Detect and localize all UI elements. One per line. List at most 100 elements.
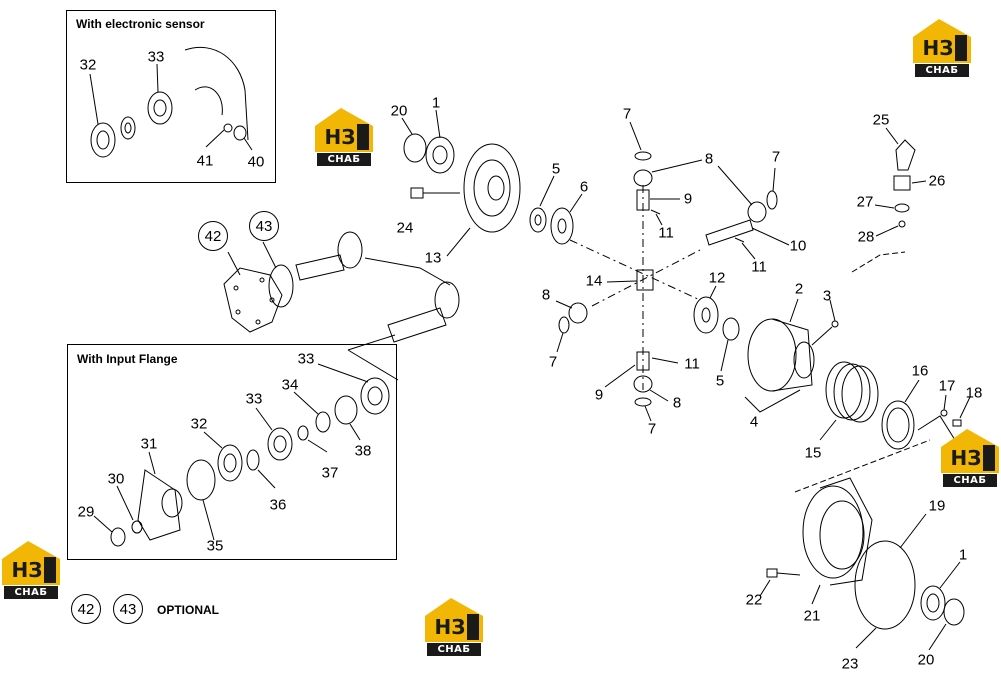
part-ring-37 (297, 425, 309, 441)
callout-14: 14 (585, 272, 603, 290)
part-bolt-3 (811, 299, 839, 346)
inset-title-input-flange: With Input Flange (77, 352, 178, 366)
part-ring-38 (334, 395, 358, 425)
part-pinion-8a (633, 169, 653, 187)
callout-7: 7 (548, 353, 558, 371)
part-oring-28 (898, 220, 906, 228)
part-bearing-33c (267, 427, 293, 461)
callout-36: 36 (269, 496, 287, 514)
callout-5: 5 (551, 160, 561, 178)
callout-33: 33 (245, 390, 263, 408)
optional-label: OPTIONAL (157, 603, 219, 617)
part-side-gear-12 (693, 296, 719, 334)
part-bearing-33b (360, 377, 390, 415)
part-seal-32b (217, 444, 243, 482)
brand-logo: НЗ СНАБ (0, 541, 62, 599)
part-pin-11b (734, 237, 745, 243)
brand-logo: НЗ СНАБ (313, 108, 375, 166)
logo-house-icon (941, 429, 999, 473)
callout-40: 40 (247, 153, 265, 171)
part-fitting-26 (893, 175, 911, 191)
part-side-gear-6 (550, 207, 574, 245)
part-flange-31 (137, 469, 183, 541)
callout-30: 30 (107, 470, 125, 488)
part-pin-11a (650, 209, 661, 215)
brand-logo: НЗ СНАБ (911, 19, 973, 77)
callout-33: 33 (297, 350, 315, 368)
callout-26: 26 (928, 172, 946, 190)
part-ring-16 (881, 400, 915, 450)
inset-electronic-sensor (66, 10, 276, 183)
part-pinion-lower (387, 281, 460, 343)
part-washer-7d (634, 397, 652, 407)
callout-1: 1 (958, 546, 968, 564)
callout-24: 24 (396, 219, 414, 237)
callout-8: 8 (704, 150, 714, 168)
part-washer-7a (634, 151, 652, 161)
callout-41: 41 (196, 152, 214, 170)
part-ring-gear-13 (463, 143, 521, 233)
callout-16: 16 (911, 362, 929, 380)
callout-33: 33 (147, 48, 165, 66)
callout-15: 15 (804, 444, 822, 462)
callout-4: 4 (749, 413, 759, 431)
callout-2: 2 (794, 280, 804, 298)
part-nut (120, 116, 136, 140)
part-ring-20 (403, 133, 427, 163)
part-housing-sensor (184, 46, 249, 141)
callout-3: 3 (822, 287, 832, 305)
logo-text: СНАБ (943, 474, 997, 487)
part-bolt-17 (940, 409, 948, 417)
part-seal-32 (90, 122, 116, 158)
callout-circled-42: 42 (198, 221, 228, 251)
part-ring-20b (943, 598, 965, 626)
callout-32: 32 (79, 56, 97, 74)
logo-text: СНАБ (427, 643, 481, 656)
callout-7: 7 (771, 148, 781, 166)
part-pinion-8d (633, 375, 653, 393)
logo-house-icon (315, 108, 373, 152)
logo-mark: НЗ (11, 558, 43, 582)
callout-11: 11 (658, 224, 674, 242)
callout-20: 20 (390, 102, 408, 120)
callout-17: 17 (938, 377, 956, 395)
callout-11: 11 (751, 258, 767, 276)
brand-logo: НЗ СНАБ (939, 429, 1001, 487)
part-pinion-8b (747, 201, 767, 223)
part-bearing-1 (425, 136, 455, 174)
part-pin-11c (651, 357, 679, 364)
part-bolt-22 (766, 568, 801, 578)
optional-circled-42: 42 (71, 594, 101, 624)
callout-7: 7 (622, 105, 632, 123)
logo-house-icon (425, 598, 483, 642)
logo-mark: НЗ (950, 446, 982, 470)
part-spring-15 (825, 361, 879, 423)
callout-8: 8 (672, 394, 682, 412)
brand-logo: НЗ СНАБ (423, 598, 485, 656)
part-washer-27 (894, 203, 910, 213)
callout-11: 11 (684, 355, 700, 373)
optional-circled-43: 43 (113, 594, 143, 624)
callout-12: 12 (708, 269, 726, 287)
logo-mark: НЗ (922, 36, 954, 60)
callout-5: 5 (715, 372, 725, 390)
part-bearing-33 (147, 91, 173, 125)
callout-18: 18 (965, 384, 983, 402)
logo-text: СНАБ (4, 586, 58, 599)
part-bearing-1b (920, 585, 946, 621)
inset-title-electronic-sensor: With electronic sensor (76, 17, 205, 31)
callout-9: 9 (683, 190, 693, 208)
callout-19: 19 (928, 497, 946, 515)
callout-22: 22 (745, 591, 763, 609)
part-washer-5a (529, 207, 547, 233)
part-shim-43 (268, 264, 294, 308)
callout-31: 31 (140, 435, 158, 453)
part-block-14 (636, 269, 654, 291)
part-breather-25 (895, 139, 916, 171)
part-washer-5b (722, 317, 740, 341)
inset-input-flange (67, 344, 397, 560)
callout-37: 37 (321, 464, 339, 482)
callout-13: 13 (424, 249, 442, 267)
callout-8: 8 (541, 286, 551, 304)
